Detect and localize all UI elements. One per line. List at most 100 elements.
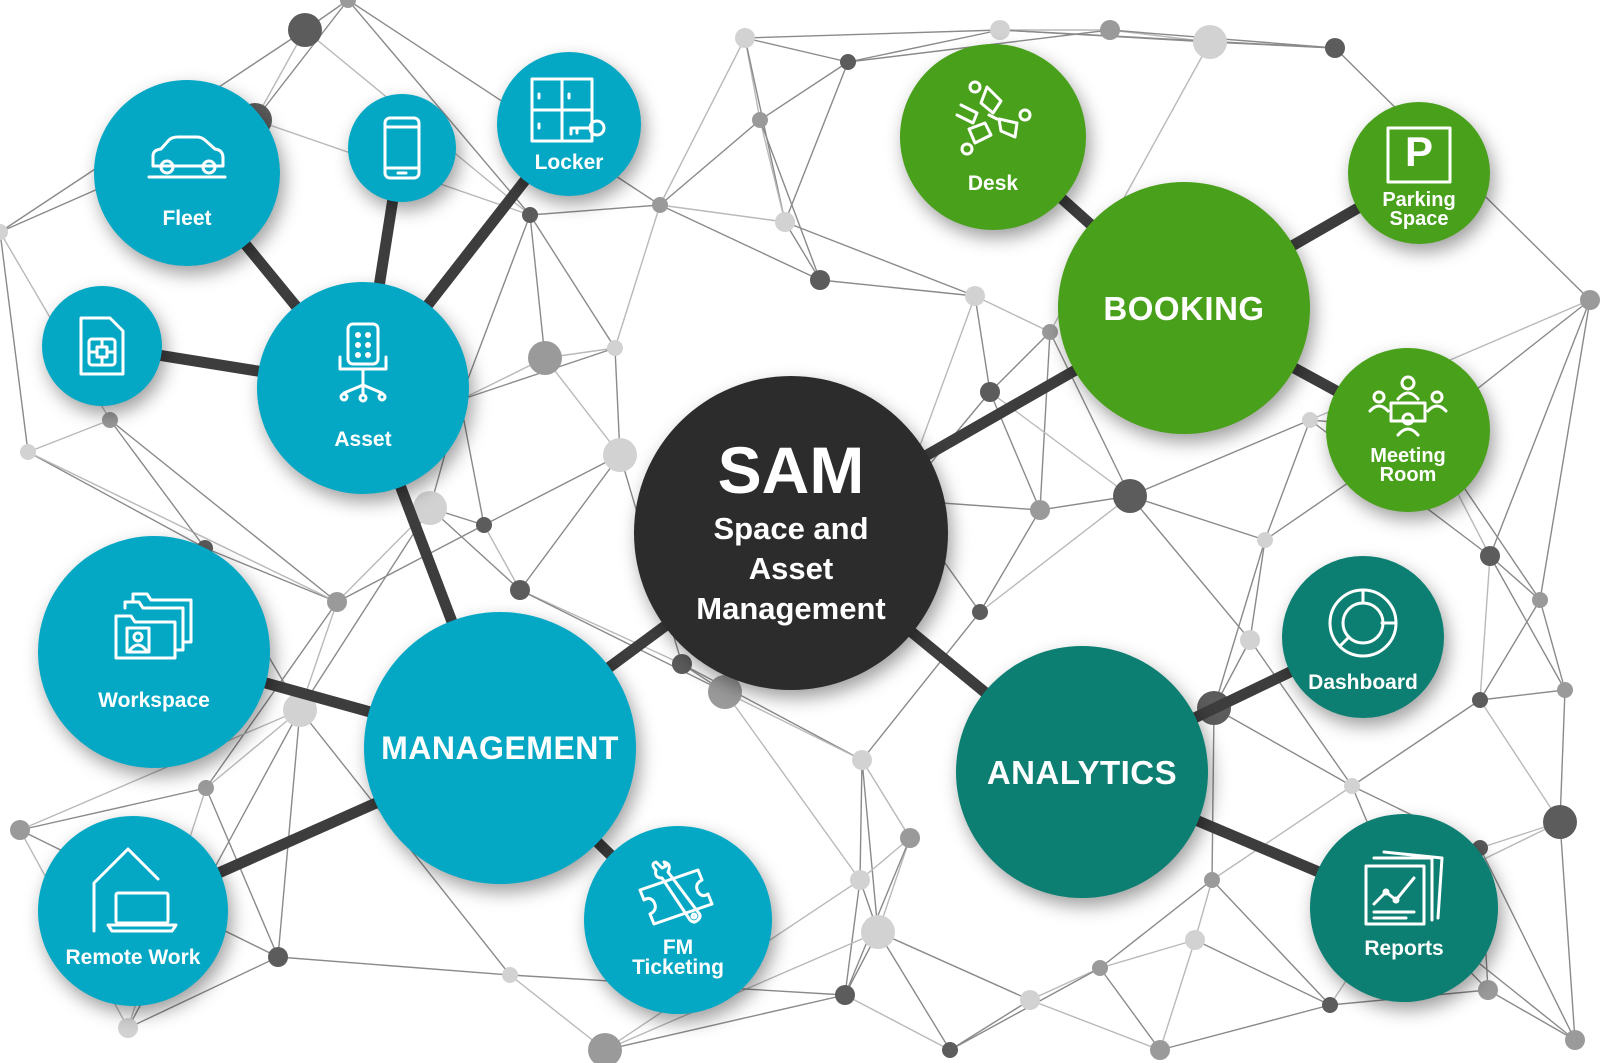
mesh-line xyxy=(859,759,863,881)
sam-center-node[interactable]: SAM Space and Asset Management xyxy=(634,376,948,690)
mesh-line xyxy=(459,399,485,526)
mesh-dot xyxy=(288,13,322,47)
mesh-line xyxy=(1211,879,1331,1006)
mesh-line xyxy=(614,347,621,456)
fm-ticketing-label-2: Ticketing xyxy=(632,956,724,979)
mesh-line xyxy=(1194,879,1213,941)
analytics-label: ANALYTICS xyxy=(986,753,1178,791)
mesh-line xyxy=(859,837,911,881)
mesh-dot xyxy=(1472,692,1488,708)
mesh-line xyxy=(614,204,661,349)
mesh-line xyxy=(1129,495,1266,541)
parking-space-node[interactable]: P Parking Space xyxy=(1348,102,1490,244)
mesh-dot xyxy=(118,1018,138,1038)
mesh-line xyxy=(205,787,279,958)
mesh-dot xyxy=(10,820,30,840)
locker-label: Locker xyxy=(534,150,604,174)
mesh-line xyxy=(861,759,879,933)
fleet-node[interactable]: Fleet xyxy=(94,80,280,266)
home-laptop-icon xyxy=(88,845,178,935)
mesh-line xyxy=(1159,1004,1331,1051)
mesh-dot xyxy=(1557,682,1573,698)
mesh-line xyxy=(483,454,621,526)
smartphone-icon xyxy=(382,115,422,181)
mesh-dot xyxy=(1580,290,1600,310)
mesh-dot xyxy=(1150,1040,1170,1060)
mesh-line xyxy=(861,759,911,839)
tools-ticket-icon xyxy=(636,860,720,930)
mesh-dot xyxy=(1565,1030,1585,1050)
sam-subtitle-line-2: Asset xyxy=(748,551,834,587)
mesh-line xyxy=(659,37,746,206)
mesh-line xyxy=(759,119,821,281)
fm-ticketing-node[interactable]: FM Ticketing xyxy=(584,826,772,1014)
mesh-line xyxy=(27,419,111,453)
mesh-dot xyxy=(0,224,8,240)
mesh-dot xyxy=(852,750,872,770)
mesh-line xyxy=(205,601,338,789)
sam-subtitle-line-1: Space and xyxy=(713,511,869,547)
mesh-line xyxy=(429,507,521,591)
mesh-line xyxy=(744,37,849,63)
mesh-dot xyxy=(752,112,768,128)
mesh-line xyxy=(1539,299,1591,601)
mesh-line xyxy=(459,347,616,401)
analytics-hub[interactable]: ANALYTICS xyxy=(956,646,1208,898)
mesh-dot xyxy=(413,491,447,525)
mesh-line xyxy=(109,419,338,603)
desk-node[interactable]: Desk xyxy=(900,44,1086,230)
mesh-dot xyxy=(1193,25,1227,59)
mesh-line xyxy=(19,787,207,831)
remote-work-label: Remote Work xyxy=(65,945,201,969)
mesh-dot xyxy=(840,54,856,70)
mesh-dot xyxy=(1325,38,1345,58)
mesh-line xyxy=(659,204,786,223)
mesh-line xyxy=(254,29,306,121)
mesh-dot xyxy=(1240,630,1260,650)
mesh-line xyxy=(529,214,616,349)
mesh-line xyxy=(127,956,279,1029)
dashboard-label: Dashboard xyxy=(1308,670,1418,694)
mesh-line xyxy=(877,931,951,1051)
desk-cluster-icon xyxy=(953,79,1033,159)
dashboard-node[interactable]: Dashboard xyxy=(1282,556,1444,718)
mesh-line xyxy=(347,0,531,216)
workspace-node[interactable]: Workspace xyxy=(38,536,270,768)
mesh-line xyxy=(509,974,606,1051)
mesh-line xyxy=(205,709,301,789)
mesh-line xyxy=(1489,555,1566,691)
mesh-line xyxy=(724,691,863,761)
mesh-line xyxy=(1211,785,1353,881)
mesh-line xyxy=(759,61,849,121)
asset-node[interactable]: Asset xyxy=(257,282,469,494)
mesh-line xyxy=(1489,299,1591,557)
meeting-label-1: Meeting xyxy=(1370,445,1446,467)
mesh-dot xyxy=(942,1042,958,1058)
mesh-line xyxy=(27,451,338,603)
mesh-line xyxy=(659,119,761,206)
desk-label: Desk xyxy=(967,171,1019,195)
mesh-dot xyxy=(502,967,518,983)
mobile-node[interactable] xyxy=(348,94,456,202)
sim-node[interactable] xyxy=(42,286,162,406)
booking-hub[interactable]: BOOKING xyxy=(1058,182,1310,434)
remote-work-node[interactable]: Remote Work xyxy=(38,816,228,1006)
mesh-line xyxy=(204,547,338,603)
mesh-line xyxy=(1559,821,1576,1041)
parking-sign-icon: P xyxy=(1385,125,1453,185)
mesh-dot xyxy=(900,828,920,848)
mesh-line xyxy=(1211,707,1215,881)
locker-node[interactable]: Locker xyxy=(497,52,641,196)
mesh-dot xyxy=(283,693,317,727)
mesh-line xyxy=(529,204,661,216)
reports-node[interactable]: Reports xyxy=(1310,814,1498,1002)
management-hub[interactable]: MANAGEMENT xyxy=(364,612,636,884)
mesh-dot xyxy=(850,870,870,890)
mesh-line xyxy=(1194,939,1331,1006)
mesh-dot xyxy=(735,28,755,48)
mesh-dot xyxy=(340,0,356,8)
mesh-line xyxy=(1129,495,1251,641)
meeting-room-node[interactable]: Meeting Room xyxy=(1326,348,1490,512)
mesh-line xyxy=(519,454,621,591)
